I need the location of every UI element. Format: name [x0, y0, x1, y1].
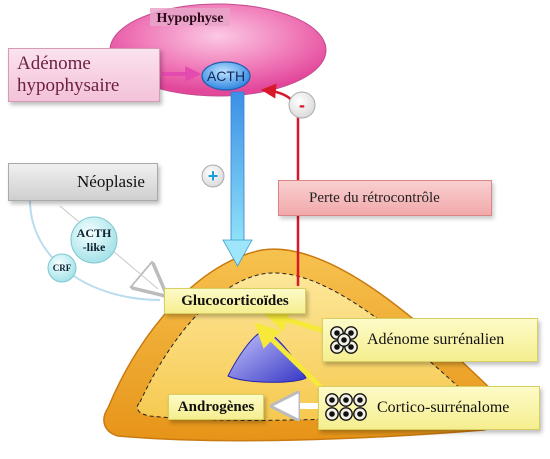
adenome-surrenalien-text: Adénome surrénalien	[367, 331, 505, 348]
crf-bubble	[47, 253, 77, 283]
crf-text-wrap: CRF	[48, 254, 76, 282]
minus-sign: -	[299, 95, 305, 115]
hypophyse-label: Hypophyse	[157, 11, 224, 26]
plus-sign: +	[208, 166, 219, 186]
adenome-surrenalien-arrow	[263, 307, 329, 335]
inhibition-minus-badge: -	[288, 91, 316, 119]
adenome-hypophysaire-text: Adénome hypophysaire	[17, 53, 120, 96]
adenome-surrenalien-label: Adénome surrénalien	[322, 318, 538, 362]
androgenes-text: Androgènes	[177, 398, 255, 415]
neoplasie-text: Néoplasie	[77, 172, 145, 191]
cortico-surrenalome-text: Cortico-surrénalome	[377, 399, 510, 416]
androgenes-label: Androgènes	[168, 394, 264, 420]
acth-stimulation-arrow	[222, 91, 253, 267]
neoplasie-label: Néoplasie	[8, 163, 158, 201]
acth-like-bubble	[70, 216, 118, 264]
adenome-hypophysaire-label: Adénome hypophysaire	[8, 48, 160, 102]
acth-like-text-wrap: ACTH -like	[71, 217, 117, 263]
glucocorticoides-label: Glucocorticoïdes	[164, 288, 306, 314]
acth-node: ACTH	[201, 61, 251, 91]
acth-like-text: ACTH -like	[76, 226, 112, 254]
glucocorticoides-text: Glucocorticoïdes	[181, 292, 289, 309]
perte-retrocontrole-text: Perte du rétrocontrôle	[309, 189, 440, 206]
acth-label: ACTH	[207, 68, 245, 84]
hypophyse-label-bg	[150, 8, 230, 26]
crf-text: CRF	[52, 263, 72, 273]
stimulation-plus-badge: +	[201, 164, 225, 188]
perte-retrocontrole-label: Perte du rétrocontrôle	[278, 180, 492, 216]
cortico-surrenalome-label: Cortico-surrénalome	[318, 386, 540, 430]
